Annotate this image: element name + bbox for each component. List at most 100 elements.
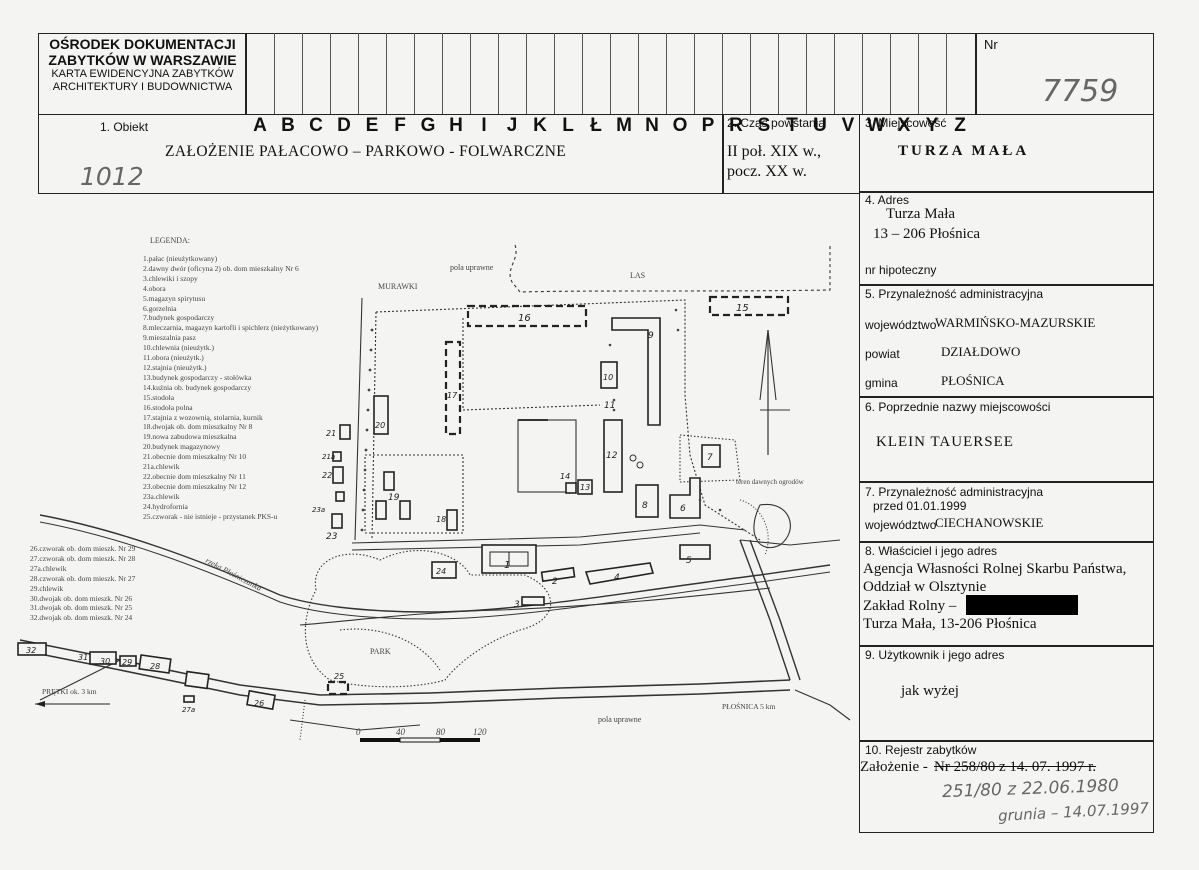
- road-murawki: [354, 297, 363, 541]
- building-5: [679, 544, 711, 560]
- num-23a: 23a: [312, 506, 325, 514]
- uzytkownik-label: 9. Użytkownik i jego adres: [865, 648, 1005, 662]
- wlasciciel-line2: Oddział w Olsztynie: [863, 579, 987, 595]
- building-13: [577, 479, 593, 495]
- building-23a: [335, 491, 345, 502]
- org-block: OŚRODEK DOKUMENTACJI ZABYTKÓW W WARSZAWI…: [40, 36, 245, 94]
- building-25: [326, 680, 350, 696]
- num-19: 19: [388, 493, 400, 503]
- index-letter-9: J: [506, 115, 518, 136]
- gmina-label: gmina: [865, 376, 898, 390]
- sep-5: [859, 284, 1154, 286]
- num-11: 11: [604, 401, 615, 411]
- num-32: 32: [26, 646, 36, 655]
- legend-item: 16.stodoła polna: [143, 402, 193, 412]
- legend-item: 7.budynek gospodarczy: [143, 313, 215, 323]
- uzytkownik-value: jak wyżej: [901, 683, 959, 699]
- index-letter-19: T: [786, 115, 798, 136]
- building-17: [444, 340, 462, 436]
- index-letter-6: G: [420, 115, 436, 136]
- legend-item: 12.stajnia (nieużytk.): [143, 362, 207, 372]
- index-letter-11: L: [562, 115, 574, 136]
- num-9: 9: [648, 331, 654, 341]
- legend-item: 23.obecnie dom mieszkalny Nr 12: [143, 481, 247, 491]
- letter-divider: [610, 33, 611, 115]
- map-label-teren: teren dawnych ogrodów: [736, 478, 805, 486]
- sep-8: [859, 541, 1154, 543]
- num-25: 25: [334, 672, 344, 681]
- index-letter-10: K: [533, 115, 547, 136]
- scale-label-40: 40: [396, 727, 406, 737]
- scale-label-80: 80: [436, 727, 446, 737]
- sep-7: [859, 481, 1154, 483]
- index-letter-18: S: [757, 115, 771, 136]
- adres-line2: 13 – 206 Płośnica: [873, 226, 981, 242]
- org-line1: OŚRODEK DOKUMENTACJI: [49, 36, 236, 52]
- index-letter-17: R: [729, 115, 743, 136]
- map-label-pola-top: pola uprawne: [450, 263, 494, 272]
- num-26: 26: [254, 699, 264, 708]
- map-label-pola-bottom: pola uprawne: [598, 715, 642, 724]
- letter-divider: [862, 33, 863, 115]
- num-7: 7: [707, 453, 713, 463]
- letter-divider: [946, 33, 947, 115]
- powiat-label: powiat: [865, 347, 900, 361]
- index-letter-25: Z: [954, 115, 966, 136]
- woj-label: województwo: [865, 318, 937, 332]
- building-28: [138, 654, 172, 674]
- nr-label: Nr: [984, 37, 998, 52]
- legend-item: 31.dwojak ob. dom mieszk. Nr 25: [30, 603, 133, 613]
- building-7: [701, 444, 721, 468]
- building-2: [540, 566, 576, 583]
- legend-item: 18.dwojak ob. dom mieszkalny Nr 8: [143, 422, 253, 432]
- nr-divider: [975, 33, 977, 115]
- river: [39, 514, 831, 613]
- building-23: [331, 513, 343, 529]
- legend-item: 24.hydrofornia: [143, 501, 188, 511]
- legend-item: 21.obecnie dom mieszkalny Nr 10: [143, 452, 247, 462]
- letter-divider: [750, 33, 751, 115]
- map-label-park: PARK: [370, 647, 391, 656]
- index-letter-8: I: [481, 115, 487, 136]
- sep-9: [859, 645, 1154, 647]
- index-letter-21: V: [841, 115, 855, 136]
- right-column-frame: [859, 114, 1154, 833]
- building-18: [446, 509, 458, 531]
- building-26: [246, 689, 276, 711]
- building-21a: [332, 451, 342, 462]
- num-21: 21: [326, 429, 336, 438]
- wlasciciel-line1: Agencja Własności Rolnej Skarbu Państwa,: [863, 561, 1127, 577]
- index-letter-22: W: [867, 115, 885, 136]
- index-letter-14: N: [645, 115, 659, 136]
- legend-item: 22.obecnie dom mieszkalny Nr 11: [143, 471, 246, 481]
- redaction-box: [966, 595, 1078, 615]
- index-letter-7: H: [449, 115, 463, 136]
- num-23: 23: [326, 532, 338, 542]
- letter-divider: [582, 33, 583, 115]
- sep-10: [859, 740, 1154, 742]
- building-22: [332, 466, 344, 484]
- legend-item: 25.czworak - nie istnieje - przystanek P…: [143, 511, 278, 521]
- building-9: [611, 317, 661, 426]
- legend-item: 20.budynek magazynowy: [143, 442, 221, 452]
- miejscowosc-value: TURZA MAŁA: [898, 143, 1030, 159]
- letter-divider: [302, 33, 303, 115]
- index-letter-5: F: [394, 115, 406, 136]
- obiekt-value: ZAŁOŻENIE PAŁACOWO – PARKOWO - FOLWARCZN…: [165, 143, 567, 160]
- letter-divider: [358, 33, 359, 115]
- legend-item: 5.magazyn spirytusu: [143, 293, 206, 303]
- map-label-pretki: PRĘTKI ok. 3 km: [42, 687, 97, 696]
- legend-item: 19.nowa zabudowa mieszkalna: [143, 432, 237, 442]
- map-label-plosnica: PŁOŚNICA 5 km: [722, 701, 776, 711]
- wlasciciel-label: 8. Właściciel i jego adres: [865, 544, 998, 558]
- letter-divider: [890, 33, 891, 115]
- rejestr-line1-b: Nr 258/80 z 14. 07. 1997 r.: [934, 759, 1097, 775]
- index-letter-2: C: [309, 115, 323, 136]
- num-21a: 21a: [322, 453, 335, 461]
- legend-item: 27a.chlewik: [30, 563, 67, 573]
- park-outline: [304, 550, 552, 688]
- legend-item: 10.chlewnia (nieużytk.): [143, 343, 215, 353]
- legend-item: 21a.chlewik: [143, 462, 180, 472]
- index-letter-4: E: [365, 115, 379, 136]
- num-2: 2: [552, 577, 558, 587]
